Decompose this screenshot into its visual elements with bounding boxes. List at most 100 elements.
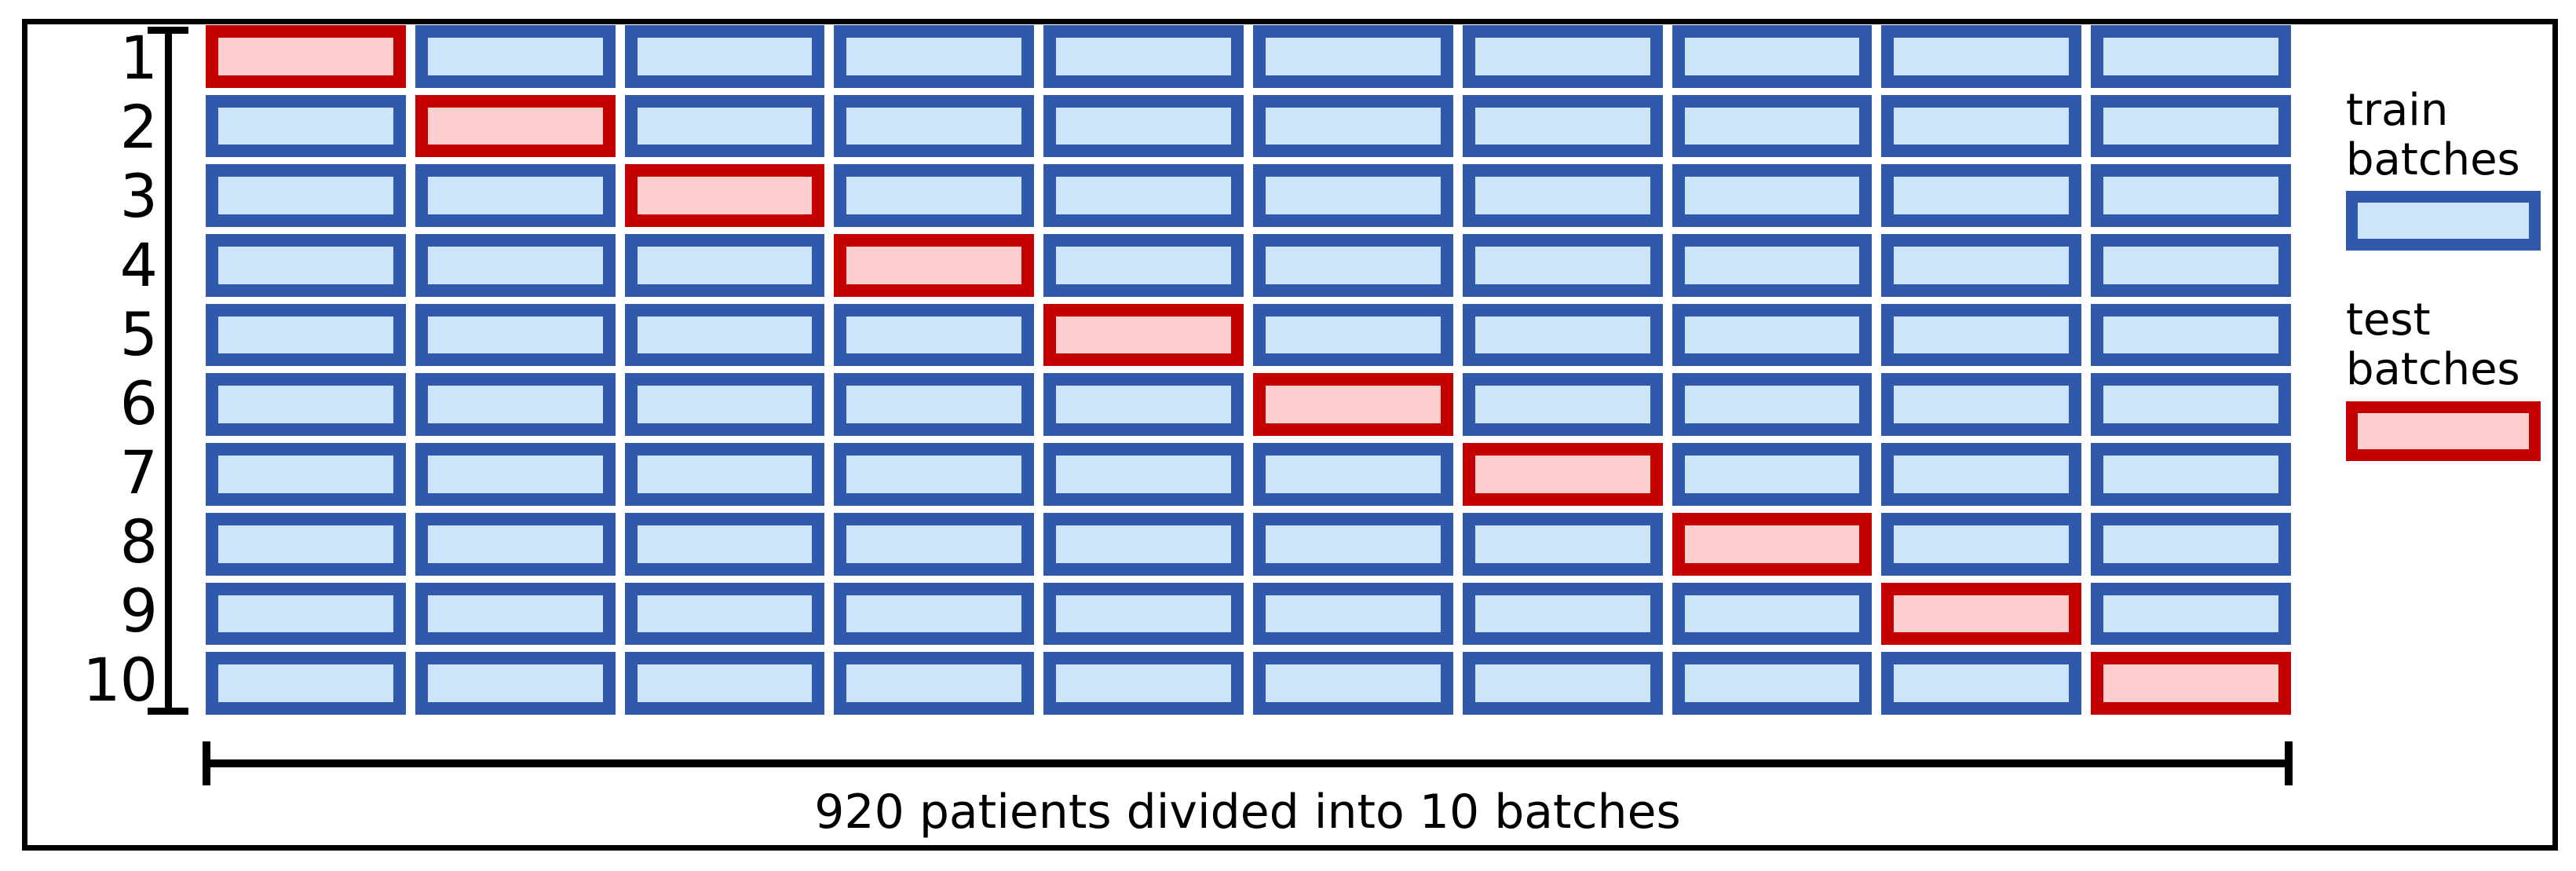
batch-cell-train (1462, 652, 1663, 715)
batch-cell-train (415, 652, 616, 715)
batch-cell-train (624, 373, 825, 437)
batch-cell-train (1462, 25, 1663, 88)
batch-cell-train (1462, 582, 1663, 646)
legend-label-test: test batches (2346, 295, 2520, 396)
batch-cell-train (2091, 303, 2291, 367)
legend: train batches test batches (2346, 86, 2541, 507)
batch-cell-train (1043, 25, 1244, 88)
batch-cell-train (206, 652, 406, 715)
batch-cell-train (206, 443, 406, 506)
batch-cell-train (1043, 512, 1244, 576)
batch-cell-train (1043, 652, 1244, 715)
row-label-4: 4 (119, 230, 158, 300)
batch-cell-train (206, 164, 406, 228)
batch-cell-train (2091, 582, 2291, 646)
batch-cell-train (1253, 652, 1453, 715)
batch-cell-train (1253, 164, 1453, 228)
row-label-7: 7 (119, 437, 158, 507)
batch-cell-train (415, 582, 616, 646)
row-label-3: 3 (119, 161, 158, 231)
legend-label-train: train batches (2346, 85, 2520, 185)
row-label-8: 8 (119, 507, 158, 576)
batch-cell-test (415, 94, 616, 158)
row-label-2: 2 (119, 92, 158, 162)
legend-group-test: test batches (2346, 295, 2541, 461)
batch-cell-train (2091, 373, 2291, 437)
row-label-5: 5 (119, 299, 158, 369)
batch-cell-test (1253, 373, 1453, 437)
figure-frame (22, 19, 2558, 851)
batch-cell-train (1462, 512, 1663, 576)
batch-cell-train (415, 512, 616, 576)
batch-cell-train (2091, 25, 2291, 88)
batch-cell-train (624, 512, 825, 576)
batch-cell-train (206, 94, 406, 158)
batch-cell-train (2091, 443, 2291, 506)
batch-cell-train (206, 512, 406, 576)
batch-cell-train (1672, 94, 1873, 158)
column-bracket-right-cap (2285, 741, 2293, 785)
batch-cell-test (1672, 512, 1873, 576)
batch-cell-train (2091, 234, 2291, 297)
row-label-9: 9 (119, 576, 158, 646)
batch-cell-test (1043, 303, 1244, 367)
batch-cell-train (415, 164, 616, 228)
row-bracket-bottom-serif (148, 708, 188, 715)
batch-cell-train (1462, 373, 1663, 437)
legend-group-train: train batches (2346, 86, 2541, 251)
batch-cell-train (206, 303, 406, 367)
batch-cell-train (1881, 443, 2082, 506)
batch-cell-train (1881, 303, 2082, 367)
batch-cell-train (2091, 512, 2291, 576)
batch-cell-train (1672, 652, 1873, 715)
batch-cell-train (624, 582, 825, 646)
batch-cell-train (206, 234, 406, 297)
batch-cell-train (624, 94, 825, 158)
batch-grid (206, 25, 2291, 715)
batch-cell-train (834, 652, 1035, 715)
batch-cell-train (1253, 25, 1453, 88)
batch-cell-train (1881, 652, 2082, 715)
row-label-10: 10 (82, 645, 158, 715)
batch-cell-train (1253, 94, 1453, 158)
batch-cell-train (415, 373, 616, 437)
batch-cell-train (415, 303, 616, 367)
batch-cell-train (834, 164, 1035, 228)
batch-cell-train (834, 94, 1035, 158)
batch-cell-train (415, 443, 616, 506)
batch-cell-train (1253, 582, 1453, 646)
batch-cell-test (624, 164, 825, 228)
batch-cell-test (1881, 582, 2082, 646)
batch-cell-train (415, 25, 616, 88)
batch-cell-train (1043, 164, 1244, 228)
column-bracket (203, 741, 2293, 785)
batch-cell-train (2091, 164, 2291, 228)
batch-cell-train (1462, 303, 1663, 367)
batch-cell-test (1462, 443, 1663, 506)
batch-cell-train (206, 582, 406, 646)
legend-swatch-test (2346, 401, 2541, 461)
batch-cell-train (834, 373, 1035, 437)
batch-cell-train (1672, 443, 1873, 506)
batch-cell-train (624, 303, 825, 367)
batch-cell-train (1253, 443, 1453, 506)
batch-cell-train (624, 234, 825, 297)
batch-cell-train (1672, 373, 1873, 437)
batch-cell-train (1043, 234, 1244, 297)
batch-cell-train (1043, 443, 1244, 506)
batch-cell-train (1881, 164, 2082, 228)
batch-cell-train (624, 443, 825, 506)
batch-cell-train (624, 25, 825, 88)
batch-cell-train (1043, 373, 1244, 437)
batch-cell-test (834, 234, 1035, 297)
batch-cell-train (1881, 94, 2082, 158)
batch-cell-train (1462, 164, 1663, 228)
batch-cell-train (1672, 25, 1873, 88)
figure-caption: 920 patients divided into 10 batches (814, 785, 1681, 840)
batch-cell-train (834, 443, 1035, 506)
legend-swatch-train (2346, 191, 2541, 251)
batch-cell-test (2091, 652, 2291, 715)
batch-cell-test (206, 25, 406, 88)
